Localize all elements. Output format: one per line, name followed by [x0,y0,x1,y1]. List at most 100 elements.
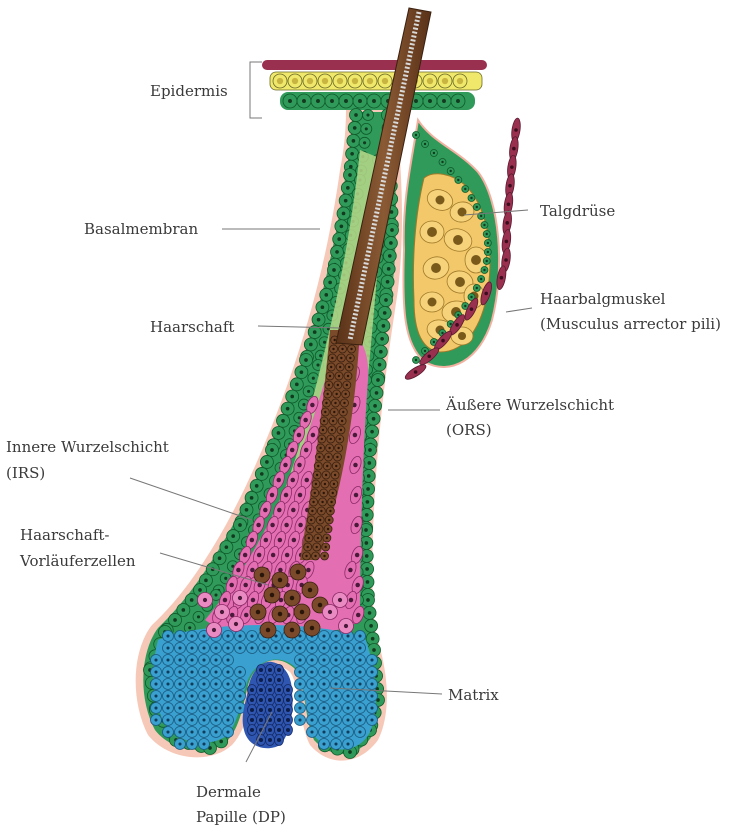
precursor-cell-nucleus [266,628,270,632]
precursor-cell-nucleus [290,596,294,600]
ors-cell-nucleus [218,556,222,560]
matrix-cell-nucleus [346,694,349,697]
dp-cell-nucleus [268,678,272,682]
dp-cell-nucleus [286,708,290,712]
label-irs-1: Innere Wurzelschicht [6,438,169,456]
shaft-cell-nucleus [315,546,317,548]
matrix-cell-nucleus [238,670,241,673]
dp-cell-nucleus [277,728,281,732]
dp-cell-nucleus [268,708,272,712]
precursor-pink-cell-nucleus [212,628,216,632]
matrix-cell-nucleus [334,634,337,637]
shaft-cell-nucleus [312,501,314,503]
shaft-cell-nucleus [329,510,331,512]
muscle-cell-nucleus [508,184,512,188]
dp-cell-nucleus [259,718,263,722]
matrix-cell-nucleus [238,646,241,649]
ors-cell-nucleus [340,224,344,228]
matrix-cell-nucleus [238,706,241,709]
muscle-cell-nucleus [427,354,431,358]
label-dp-2: Papille (DP) [196,808,286,826]
ors-cell-nucleus [375,391,379,395]
matrix-cell-nucleus [166,670,169,673]
shaft-cell-nucleus [323,492,325,494]
shaft-cell-nucleus [330,438,332,440]
irs-cell-nucleus [355,583,360,588]
ors-cell-nucleus [369,624,373,628]
dp-cell-nucleus [277,698,281,702]
matrix-cell-nucleus [166,718,169,721]
matrix-cell-nucleus [358,694,361,697]
ors-cell-nucleus [384,298,388,302]
ors-cell-nucleus [368,448,372,452]
matrix-cell-nucleus [334,718,337,721]
precursor-pink-cell-nucleus [338,598,342,602]
gland-outer-cell-nucleus [480,215,482,217]
matrix-cell-nucleus [202,706,205,709]
shaft-cell-nucleus [341,420,343,422]
irs-cell-nucleus [349,598,354,603]
epidermis-basal-cell-nucleus [344,99,348,103]
shaft-cell-nucleus [318,528,320,530]
gland-outer-cell-nucleus [476,287,478,289]
ors-cell-nucleus [316,363,319,366]
matrix-cell-nucleus [214,718,217,721]
matrix-cell-nucleus [190,646,193,649]
irs-cell-nucleus [243,553,248,558]
epidermis-layers [262,60,487,110]
gland-outer-cell-nucleus [433,341,435,343]
irs-cell-nucleus [356,613,361,618]
ors-cell-nucleus [363,141,366,144]
irs-cell-nucleus [270,493,275,498]
matrix-cell-nucleus [298,694,301,697]
ors-cell-nucleus [295,383,299,387]
ors-cell-nucleus [366,580,370,584]
matrix-cell-nucleus [178,658,181,661]
irs-cell-nucleus [271,553,276,558]
epidermis-yellow-cell-nucleus [352,78,358,84]
irs-cell-nucleus [290,448,295,453]
matrix-cell-nucleus [154,682,157,685]
matrix-cell-nucleus [310,682,313,685]
dp-cell-nucleus [268,668,272,672]
matrix-cell-nucleus [178,718,181,721]
epidermis-basal-cell-nucleus [428,99,432,103]
shaft-cell-nucleus [326,393,328,395]
label-talgdruese: Talgdrüse [540,202,615,220]
ors-cell-nucleus [371,637,375,641]
gland-outer-cell-nucleus [441,161,443,163]
matrix-cell-nucleus [334,646,337,649]
ors-cell-nucleus [255,484,259,488]
gland-outer-cell-nucleus [449,170,451,172]
epidermis-yellow-cell-nucleus [442,78,448,84]
muscle-cell-nucleus [514,128,518,132]
ors-cell-nucleus [348,750,352,754]
ors-cell-nucleus [365,513,369,517]
gland-cell-nucleus [427,227,437,237]
ors-cell-nucleus [304,358,308,362]
shaft-cell-nucleus [321,501,323,503]
shaft-cell-nucleus [314,555,316,557]
label-ors-2: (ORS) [446,421,492,439]
muscle-cell-nucleus [500,276,504,280]
shaft-cell-nucleus [332,492,334,494]
gland-outer-cell-nucleus [483,269,485,271]
epidermis-basal-cell-nucleus [288,99,292,103]
epidermis-basal-cell-nucleus [316,99,320,103]
matrix-cell-nucleus [310,670,313,673]
matrix-cell-nucleus [250,634,253,637]
ors-cell-nucleus [364,528,368,532]
dp-cell-nucleus [259,738,263,742]
ors-cell-nucleus [344,199,348,203]
matrix-cell-nucleus [310,658,313,661]
gland-outer-cell-nucleus [433,152,435,154]
matrix-cell-nucleus [238,694,241,697]
ors-cell-nucleus [328,281,332,285]
matrix-cell-nucleus [166,646,169,649]
dp-cell-nucleus [268,738,272,742]
shaft-cell-nucleus [325,402,327,404]
shaft-cell-nucleus [332,348,334,350]
dp-cell-nucleus [259,678,263,682]
ors-cell-nucleus [342,212,346,216]
gland-outer-cell-nucleus [486,260,488,262]
